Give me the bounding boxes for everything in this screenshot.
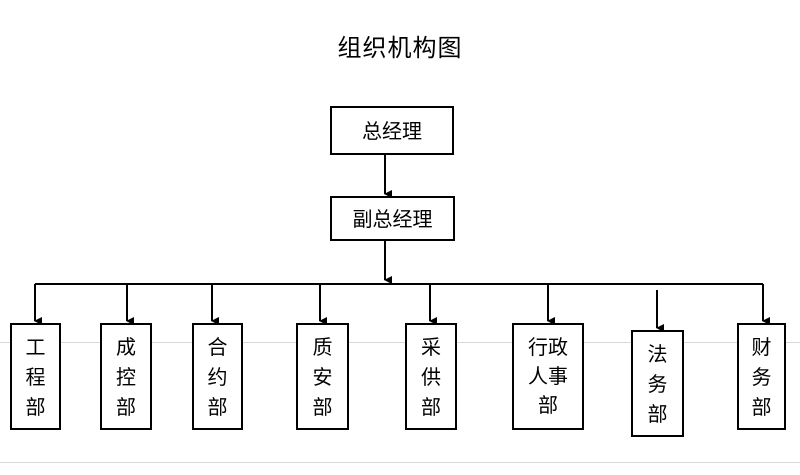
node-dept-engineering: 工程部 [10, 323, 61, 430]
node-label: 总经理 [362, 118, 422, 143]
node-general-manager: 总经理 [330, 106, 454, 155]
node-dept-contracts: 合约部 [192, 323, 243, 430]
diagram-title: 组织机构图 [337, 34, 463, 62]
node-deputy-general-manager: 副总经理 [330, 196, 455, 241]
node-label: 法务部 [647, 341, 668, 426]
node-label: 行政人事部 [528, 335, 568, 417]
node-label: 副总经理 [352, 206, 433, 231]
node-dept-finance: 财务部 [737, 323, 786, 430]
divider-line [0, 342, 800, 343]
node-dept-quality-safety: 质安部 [296, 323, 349, 430]
node-label: 采供部 [421, 334, 441, 419]
divider-line [0, 462, 800, 463]
node-dept-procurement: 采供部 [405, 323, 457, 430]
node-label: 成控部 [116, 334, 136, 419]
node-label: 合约部 [207, 334, 228, 419]
node-dept-cost-control: 成控部 [100, 323, 152, 430]
node-label: 工程部 [25, 334, 46, 419]
node-label: 财务部 [751, 334, 772, 419]
node-label: 质安部 [312, 334, 333, 419]
node-dept-legal: 法务部 [631, 330, 684, 437]
node-dept-admin-hr: 行政人事部 [512, 323, 584, 430]
